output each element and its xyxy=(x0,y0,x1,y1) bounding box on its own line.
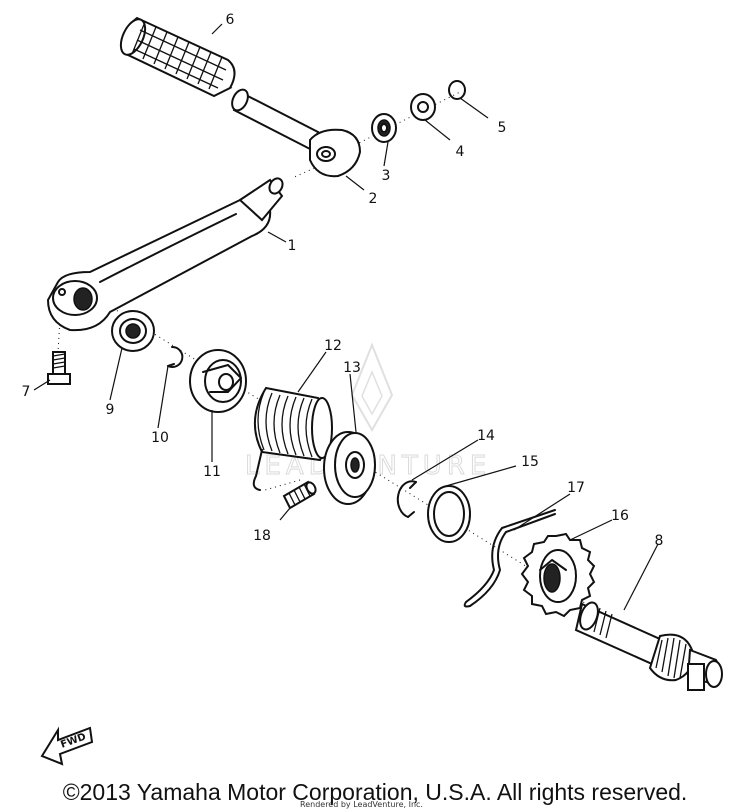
callout-16: 16 xyxy=(611,508,629,524)
callout-14: 14 xyxy=(477,428,495,444)
callout-5: 5 xyxy=(498,120,507,136)
part-3-seal xyxy=(371,113,397,143)
callout-4: 4 xyxy=(456,144,465,160)
part-1-kick-lever xyxy=(46,177,284,332)
part-17-clip xyxy=(463,509,556,608)
part-6-grip xyxy=(119,16,236,98)
part-8-kick-axle xyxy=(574,601,723,691)
part-5-circlip xyxy=(448,80,466,100)
part-12-spring xyxy=(252,386,333,491)
callout-12: 12 xyxy=(324,338,342,354)
part-4-washer xyxy=(410,93,436,121)
callout-9: 9 xyxy=(106,402,115,418)
callouts: 6 5 4 3 2 1 7 9 10 11 12 13 14 15 17 16 … xyxy=(22,12,664,549)
rendered-by-notice: Rendered by LeadVenture, Inc. xyxy=(300,800,423,809)
callout-13: 13 xyxy=(343,360,361,376)
leader-lines xyxy=(33,23,659,611)
callout-1: 1 xyxy=(288,238,297,254)
callout-15: 15 xyxy=(521,454,539,470)
callout-17: 17 xyxy=(567,480,585,496)
callout-10: 10 xyxy=(151,430,169,446)
fwd-arrow-icon: FWD xyxy=(40,726,94,766)
part-2-crank-boss xyxy=(231,88,362,178)
callout-2: 2 xyxy=(369,191,378,207)
callout-18: 18 xyxy=(253,528,271,544)
part-18-pin xyxy=(282,480,317,510)
part-11-spring-guide xyxy=(189,349,247,413)
callout-3: 3 xyxy=(382,168,391,184)
part-9-seal xyxy=(111,310,155,352)
callout-6: 6 xyxy=(226,12,235,28)
part-7-bolt xyxy=(47,351,71,385)
part-16-gear xyxy=(520,532,596,618)
callout-11: 11 xyxy=(203,464,221,480)
copyright-notice: ©2013 Yamaha Motor Corporation, U.S.A. A… xyxy=(62,779,688,805)
part-10-clip xyxy=(167,345,184,368)
part-14-circlip xyxy=(396,480,417,518)
callout-7: 7 xyxy=(22,384,31,400)
part-15-washer xyxy=(427,485,471,543)
part-13-hub xyxy=(323,431,376,505)
callout-8: 8 xyxy=(655,533,664,549)
